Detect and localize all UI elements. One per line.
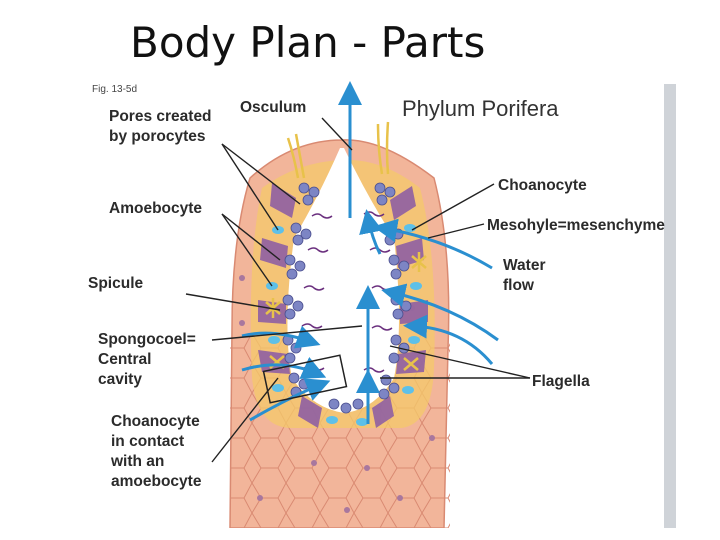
figure-edge bbox=[664, 84, 676, 528]
slide-title: Body Plan - Parts bbox=[130, 18, 486, 67]
label-amoebocyte: Amoebocyte bbox=[109, 200, 203, 217]
water-flow-arrows bbox=[241, 81, 499, 424]
label-spongocoel-line2: Central bbox=[98, 351, 152, 368]
label-osculum: Osculum bbox=[240, 99, 307, 116]
label-contact-line2: in contact bbox=[111, 433, 185, 450]
spicules bbox=[265, 121, 427, 371]
label-contact-line4: amoebocyte bbox=[111, 473, 202, 490]
figure-number: Fig. 13-5d bbox=[92, 84, 138, 95]
label-mesohyle: Mesohyle=mesenchyme bbox=[487, 217, 665, 234]
label-spongocoel-line1: Spongocoel= bbox=[98, 331, 196, 348]
sponge-diagram-svg bbox=[185, 81, 531, 528]
label-choanocyte: Choanocyte bbox=[498, 177, 587, 194]
label-contact-line1: Choanocyte bbox=[111, 413, 200, 430]
label-pores-line2: by porocytes bbox=[109, 128, 206, 145]
sponge-figure: Fig. 13-5d Phylum Porifera Pores created… bbox=[82, 78, 676, 528]
label-spongocoel-line3: cavity bbox=[98, 371, 142, 388]
label-water-line2: flow bbox=[503, 277, 534, 294]
leader-lines bbox=[185, 117, 531, 463]
label-spicule: Spicule bbox=[88, 275, 144, 292]
phylum-heading: Phylum Porifera bbox=[402, 96, 559, 121]
label-pores-line1: Pores created bbox=[109, 108, 212, 125]
label-flagella: Flagella bbox=[532, 373, 590, 390]
contact-callout-box bbox=[262, 354, 348, 404]
label-contact-line3: with an bbox=[111, 453, 165, 470]
label-water-line1: Water bbox=[503, 257, 546, 274]
